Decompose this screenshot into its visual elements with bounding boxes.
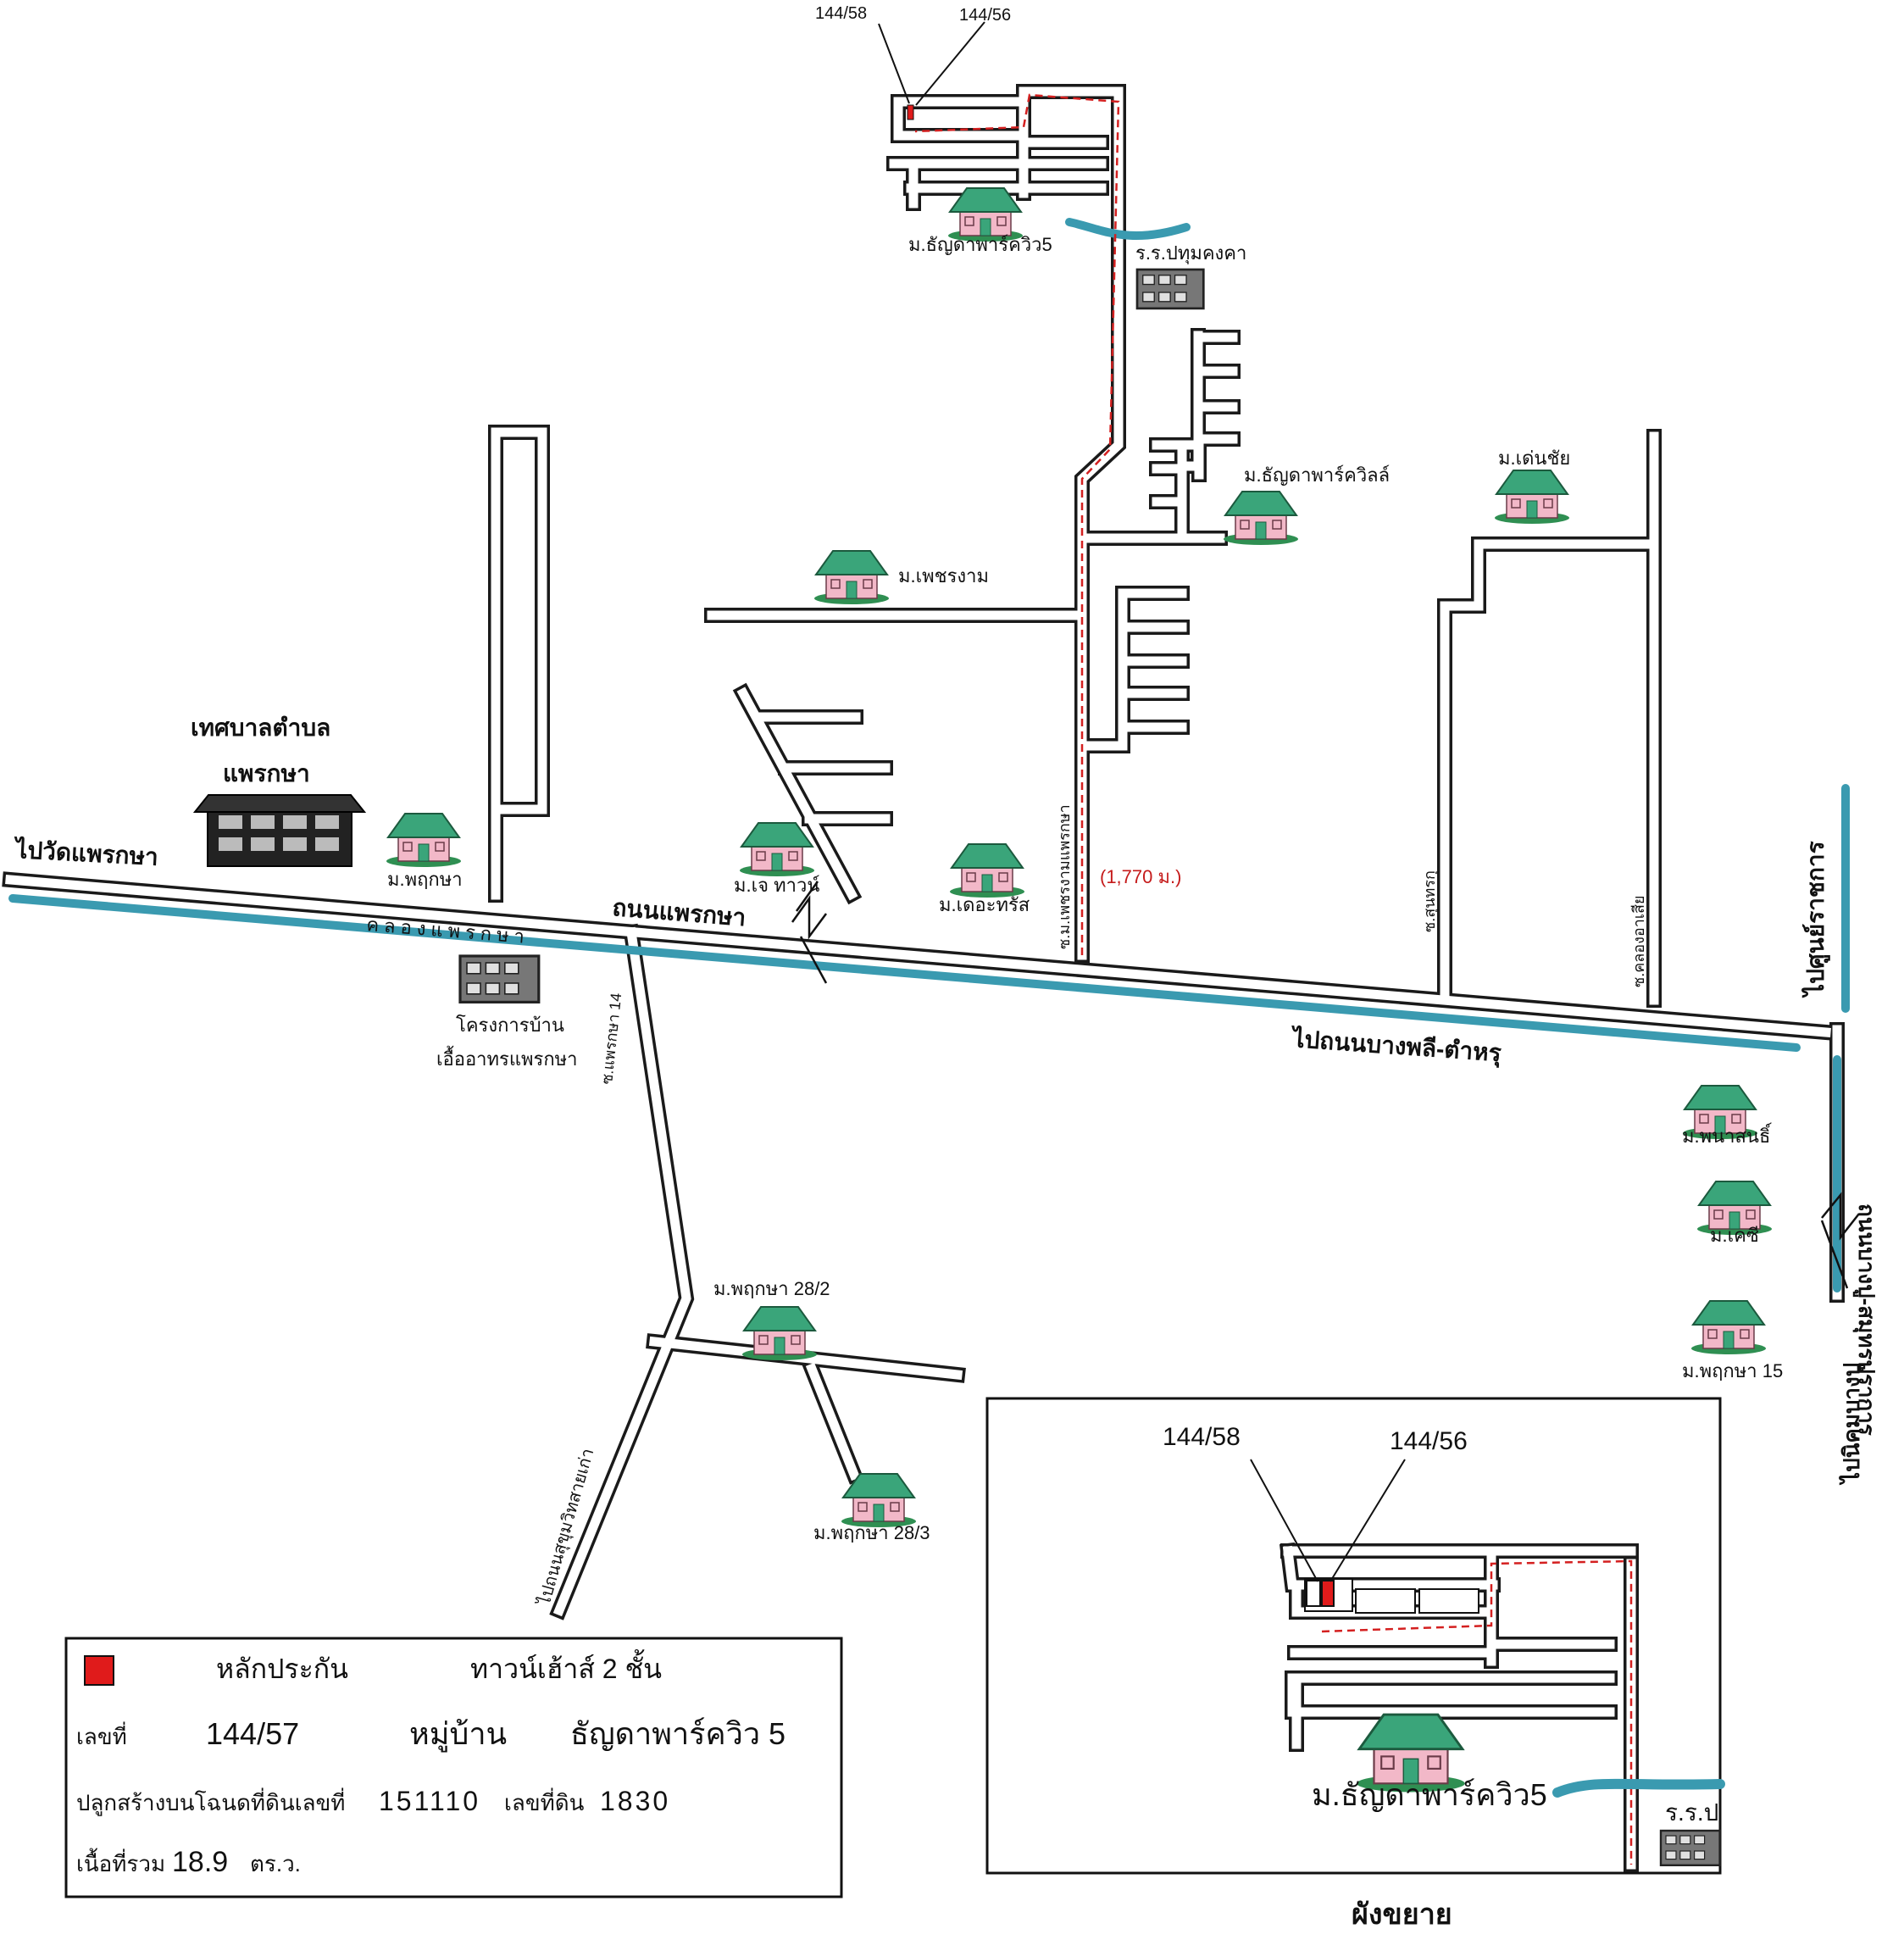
legend-title-deed-label: ปลูกสร้างบนโฉนดที่ดินเลขที่ (76, 1787, 345, 1816)
house-icon (739, 822, 815, 877)
bridge-symbols (791, 881, 1860, 1289)
housing-project-building-icon (458, 954, 541, 1004)
house-icon (1223, 491, 1299, 546)
inset-lot-label-144-56: 144/56 (1390, 1427, 1468, 1455)
housing-project-label-line1: โครงการบ้าน (456, 1014, 564, 1036)
soi-label-phetngam: ซ.ม.เพชรงามแพรกษา (1056, 804, 1073, 949)
municipality-building-icon (192, 794, 367, 867)
legend-area-label: เนื้อที่รวม (76, 1848, 165, 1876)
to-wat-praeksa-label: ไปวัดแพรกษา (13, 836, 159, 870)
collateral-marker (907, 104, 914, 120)
housing-project-label-line2: เอื้ออาทรแพรกษา (436, 1046, 578, 1070)
legend-village-label: หมู่บ้าน (409, 1716, 507, 1753)
soi-label-sukhothai: ซ.สุนทรกุ (1421, 870, 1439, 932)
road-network (2, 84, 1845, 1620)
canals (8, 218, 1850, 1292)
village-label-pruksa15: ม.พฤกษา 15 (1682, 1360, 1783, 1381)
municipality-label-line1: เทศบาลตำบล (191, 714, 330, 741)
village-label-phetngam: ม.เพชรงาม (898, 565, 989, 586)
enlarged-plan-inset: 144/58 144/56 ม.ธัญดาพาร์ควิว5 ร.ร.ป (985, 1397, 1725, 1875)
village-label-pruksa-28-3: ม.พฤกษา 28/3 (813, 1522, 930, 1543)
legend-village-value: ธัญดาพาร์ควิว 5 (570, 1716, 785, 1751)
municipality-label-line2: แพรกษา (223, 760, 310, 787)
village-label-j-town: ม.เจ ทาวน์ (734, 875, 820, 896)
inset-lot-label-144-58: 144/58 (1163, 1423, 1241, 1451)
soi-label-praeksa14: ซ.แพรกษา 14 (598, 992, 624, 1086)
distance-label: (1,770 ม.) (1100, 866, 1181, 887)
legend-box: หลักประกัน ทาวน์เฮ้าส์ 2 ชั้น เลขที่ 144… (64, 1637, 843, 1898)
legend-property-type: ทาวน์เฮ้าส์ 2 ชั้น (470, 1649, 662, 1684)
leader-144-58 (878, 23, 910, 104)
village-label-denchai: ม.เด่นชัย (1498, 447, 1570, 469)
village-label-pruksa-28-2: ม.พฤกษา 28/2 (713, 1278, 830, 1299)
house-icon (386, 813, 462, 868)
legend-land-no-value: 1830 (600, 1786, 670, 1816)
inset-village-label: ม.ธัญดาพาร์ควิว5 (1312, 1777, 1547, 1812)
lot-label-144-58: 144/58 (815, 4, 867, 23)
inset-caption: ผังขยาย (1352, 1898, 1452, 1931)
school-building-icon (1135, 268, 1205, 310)
route-line (914, 93, 1120, 955)
legend-number-label: เลขที่ (76, 1721, 127, 1749)
village-label-the-trust: ม.เดอะทรัส (939, 894, 1030, 915)
legend-area-unit: ตร.ว. (250, 1851, 301, 1876)
lot-label-144-56: 144/56 (959, 6, 1011, 25)
legend-title-deed-value: 151110 (379, 1786, 480, 1816)
village-label-kc: ม.เคซี (1710, 1225, 1759, 1246)
to-government-centre-label: ไปศูนย์ราชการ (1801, 841, 1830, 998)
inset-school-label: ร.ร.ป (1665, 1799, 1718, 1826)
leader-144-56 (915, 21, 985, 106)
village-label-thanyada-ville: ม.ธัญดาพาร์ควิลล์ (1244, 464, 1390, 486)
house-icon (1690, 1300, 1767, 1355)
legend-area-value: 18.9 (172, 1846, 228, 1878)
house-icon (1494, 470, 1570, 525)
to-bangphli-label: ไปถนนบางพลี-ตำหรุ (1289, 1025, 1502, 1068)
legend-land-no-label: เลขที่ดิน (504, 1787, 585, 1815)
house-icon (741, 1306, 818, 1361)
soi-label-khlongasia: ซ.คลองอาเสีย (1630, 896, 1647, 988)
legend-number-value: 144/57 (206, 1716, 299, 1751)
road-label-bangpu-east: ถนนบางปู-สมุทรปราการ (1852, 1203, 1879, 1436)
village-label-pruksa: ม.พฤกษา (387, 869, 463, 890)
legend-collateral-label: หลักประกัน (216, 1654, 348, 1684)
to-bangpu-industrial-label: ไปนิคมบางปู (1838, 1363, 1866, 1486)
village-label-thanyada5: ม.ธัญดาพาร์ควิว5 (908, 234, 1052, 255)
collateral-swatch (84, 1655, 114, 1686)
house-icon (949, 843, 1025, 898)
house-icon (813, 550, 890, 605)
school-building-icon (1659, 1829, 1721, 1867)
school-label: ร.ร.ปทุมคงคา (1135, 242, 1246, 264)
village-label-phanasonthi: ม.พนาสนธิ์ (1682, 1123, 1773, 1147)
inset-collateral-marker (1321, 1580, 1335, 1607)
